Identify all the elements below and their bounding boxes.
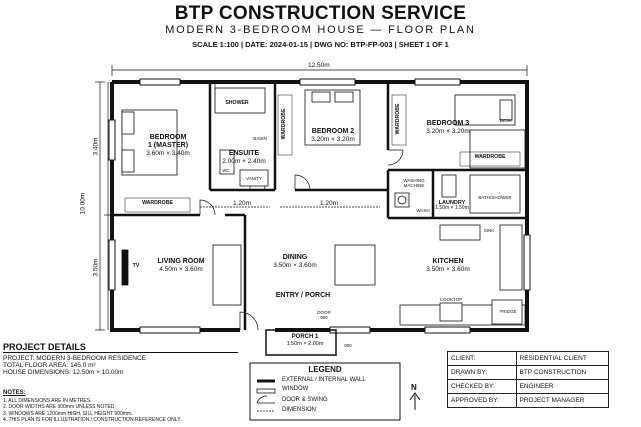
label-wash: WASH (416, 208, 430, 213)
project-heading: PROJECT DETAILS (3, 342, 238, 353)
dim-height: 10.00m (79, 192, 87, 215)
legend-box (249, 362, 401, 421)
label-desk: DESK (499, 118, 513, 123)
label-vanity: VANITY (246, 176, 262, 181)
title-value: BTP CONSTRUCTION (515, 365, 609, 380)
notes: NOTES: 1. ALL DIMENSIONS ARE IN METRES. … (3, 390, 181, 424)
label-wardrobe-bed1: WARDROBE (142, 200, 173, 206)
title-value: ENGINEER (515, 379, 609, 394)
dimension-lines (95, 65, 528, 331)
room-bedroom1: BEDROOM 1 (MASTER)3.60m × 3.40m (146, 134, 190, 158)
furniture (121, 87, 526, 326)
title-row: CLIENT:RESIDENTIAL CLIENT (447, 351, 609, 366)
legend-dim: DIMENSION (282, 407, 317, 413)
label-door900: DOOR 900 (317, 310, 331, 321)
note-3: 3. WINDOWS ARE 1200mm HIGH, SILL HEIGHT … (3, 410, 133, 417)
title-block: CLIENT:RESIDENTIAL CLIENT DRAWN BY:BTP C… (447, 351, 609, 408)
project-line3: HOUSE DIMENSIONS: 12.50m × 10.00m (3, 369, 124, 376)
label-sink: SINK (483, 228, 495, 233)
label-bath: BATH/SHOWER (478, 195, 512, 200)
label-basin: BASIN (253, 136, 267, 141)
legend-window: WINDOW (282, 386, 309, 392)
wardrobe-hatches (124, 94, 521, 213)
dim-corridor-left: 1.20m (233, 200, 252, 207)
north-label: N (411, 383, 417, 392)
project-line2: TOTAL FLOOR AREA: 145.0 m² (3, 362, 96, 369)
note-1: 1. ALL DIMENSIONS ARE IN METRES. (3, 397, 92, 404)
legend-door: DOOR & SWING (282, 397, 328, 403)
title-row: APPROVED BY:PROJECT MANAGER (447, 393, 609, 408)
dim-upper: 3.40m (92, 137, 100, 156)
title-value: RESIDENTIAL CLIENT (515, 351, 609, 366)
notes-heading: NOTES: (3, 390, 26, 396)
title-key: CLIENT: (447, 351, 517, 366)
title-key: APPROVED BY: (447, 393, 517, 408)
dim-lower: 3.50m (92, 258, 100, 277)
legend-wall: EXTERNAL / INTERNAL WALL (282, 377, 366, 383)
title-key: CHECKED BY: (447, 379, 517, 394)
legend-heading: LEGEND (308, 365, 342, 374)
label-entry: ENTRY / PORCH (275, 292, 331, 299)
drawing-subtitle: MODERN 3-BEDROOM HOUSE — FLOOR PLAN (165, 24, 476, 36)
windows (108, 78, 531, 334)
porch-outline (265, 329, 337, 356)
label-wardrobe-bed3b: WARDROBE (474, 154, 506, 160)
title-value: PROJECT MANAGER (515, 393, 609, 408)
dim-corridor-mid: 1.20m (320, 200, 339, 207)
drawing-meta: SCALE 1:100 | DATE: 2024-01-15 | DWG NO:… (192, 40, 449, 49)
north-arrow (409, 392, 421, 410)
title-key: DRAWN BY: (447, 365, 517, 380)
label-wardrobe-bed2: WARDROBE (281, 108, 288, 140)
label-washing-machine: WASHING MACHINE (403, 178, 425, 189)
dim-width: 12.50m (308, 62, 330, 69)
label-tv: TV (132, 263, 140, 269)
title-row: CHECKED BY:ENGINEER (447, 379, 609, 394)
note-2: 2. DOOR WIDTHS ARE 900mm UNLESS NOTED. (3, 404, 116, 411)
label-shower: SHOWER (222, 100, 252, 107)
label-wardrobe-bed3: WARDROBE (395, 103, 402, 135)
legend-symbols (256, 379, 276, 412)
label-cooktop: COOKTOP (439, 297, 463, 302)
project-details: PROJECT DETAILS PROJECT: MODERN 3-BEDROO… (3, 342, 238, 376)
drawing-title: BTP CONSTRUCTION SERVICE (174, 3, 467, 24)
project-line1: PROJECT: MODERN 3-BEDROOM RESIDENCE (3, 355, 147, 362)
title-row: DRAWN BY:BTP CONSTRUCTION (447, 365, 609, 380)
internal-walls (112, 82, 527, 330)
note-4: 4. THIS PLAN IS FOR ILLUSTRATION / CONST… (3, 417, 182, 424)
label-fridge: FRIDGE (499, 309, 517, 314)
label-900: 900 (344, 343, 352, 348)
label-wc: WC (222, 168, 230, 173)
